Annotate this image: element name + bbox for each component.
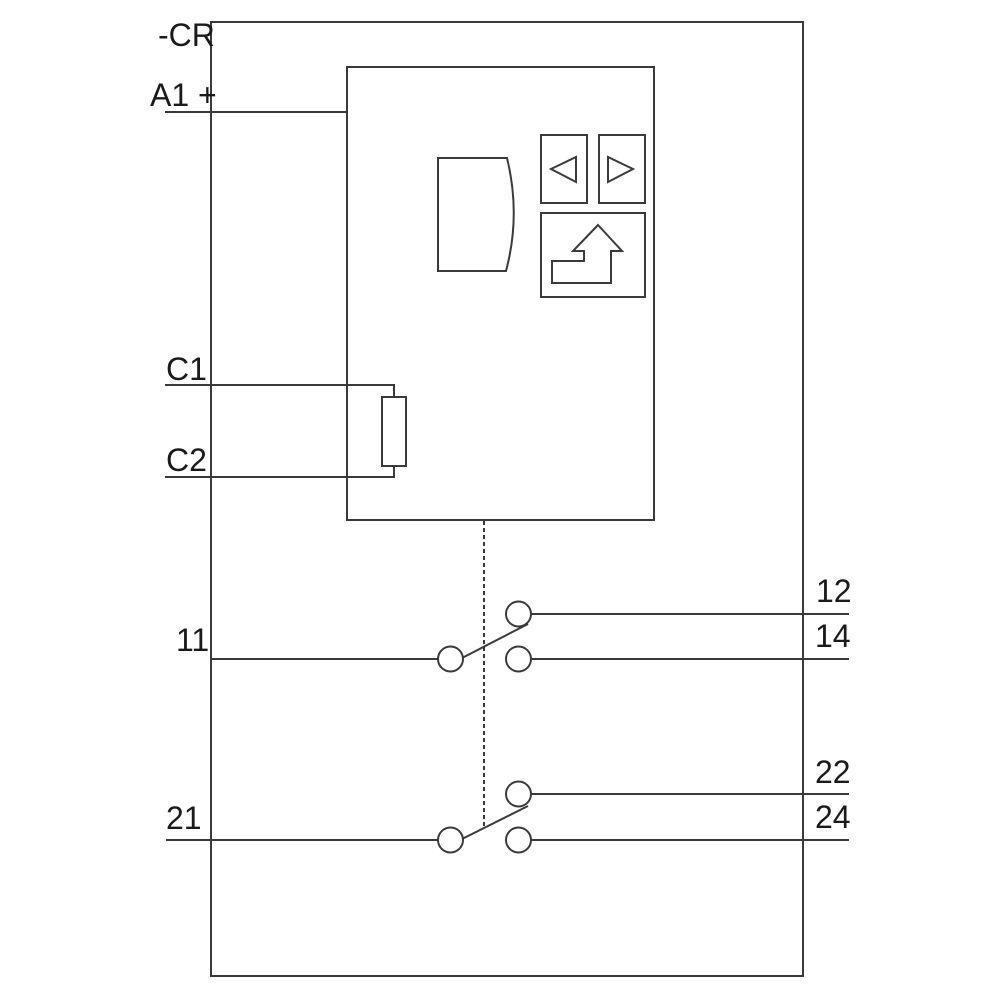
arrow-right-button-icon: [598, 134, 646, 204]
contact-lever-1: [461, 623, 529, 659]
wire-c2: [165, 466, 395, 478]
display-icon: [437, 157, 515, 272]
triangle-right-icon: [607, 155, 636, 184]
terminal-label-21: 21: [166, 800, 202, 836]
device-reference-label: -CR: [158, 17, 215, 53]
device-outline: [210, 21, 804, 977]
wire-c1: [165, 384, 395, 397]
contact-terminal-12: [505, 600, 532, 628]
contact-terminal-21: [437, 826, 464, 854]
contact-lever-2: [461, 805, 529, 840]
terminal-label-11: 11: [176, 622, 209, 658]
contact-terminal-24: [505, 826, 532, 854]
terminal-label-24: 24: [815, 799, 851, 835]
terminal-label-c1: C1: [166, 351, 207, 387]
terminal-label-12: 12: [816, 573, 852, 609]
contact-terminal-22: [505, 780, 532, 808]
terminal-label-a1: A1 +: [150, 77, 217, 113]
contact-terminal-11: [437, 645, 464, 673]
contact-terminal-14: [505, 645, 532, 673]
relay-module-outline: [346, 66, 655, 521]
control-input: [165, 384, 407, 478]
terminal-label-c2: C2: [166, 442, 207, 478]
step-up-arrow-icon: [551, 223, 625, 284]
triangle-left-icon: [548, 155, 577, 184]
relay-front-icons: [437, 134, 646, 298]
changeover-contact-1: [211, 600, 849, 673]
arrow-left-button-icon: [540, 134, 588, 204]
control-resistor-icon: [381, 396, 407, 467]
enter-arrow-button-icon: [540, 212, 646, 298]
terminal-label-14: 14: [815, 618, 851, 654]
changeover-contact-2: [166, 780, 849, 854]
terminal-label-22: 22: [815, 754, 851, 790]
